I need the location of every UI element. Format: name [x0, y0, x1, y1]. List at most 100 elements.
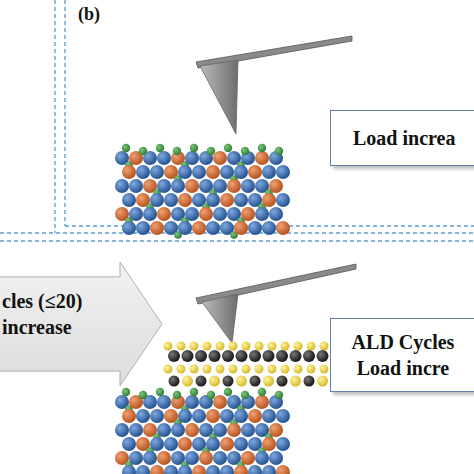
atom [213, 179, 227, 193]
atom [185, 423, 199, 437]
atom [164, 193, 178, 207]
atom [182, 376, 193, 387]
atom [234, 437, 248, 451]
atom [224, 388, 232, 396]
atom-lattice [115, 144, 290, 239]
atom [234, 165, 248, 179]
box-text: cles (≤20) increase [2, 288, 114, 340]
atom [229, 365, 238, 374]
atom [222, 350, 234, 362]
atom [156, 144, 164, 152]
atom [213, 423, 227, 437]
atom [185, 151, 199, 165]
afm-tip [196, 36, 352, 134]
atom [220, 193, 234, 207]
atom [275, 147, 283, 155]
atom [207, 147, 215, 155]
atom [307, 342, 316, 351]
atom [241, 391, 249, 399]
box-text: Load increa [353, 125, 474, 151]
atom [248, 465, 262, 474]
atom [262, 193, 276, 207]
atom [281, 342, 290, 351]
atom [276, 165, 290, 179]
atom [255, 151, 269, 165]
atom [122, 193, 136, 207]
atom [294, 342, 303, 351]
atom [216, 342, 225, 351]
atom [157, 207, 171, 221]
atom [220, 465, 234, 474]
atom [192, 165, 206, 179]
atom [192, 409, 206, 423]
atom [258, 388, 266, 396]
atom [236, 350, 248, 362]
atom [143, 451, 157, 465]
atom [185, 179, 199, 193]
atom [206, 193, 220, 207]
atom [122, 465, 136, 474]
atom [122, 409, 136, 423]
atom [255, 365, 264, 374]
atom [290, 376, 301, 387]
arrow-outline [0, 262, 162, 386]
atom [276, 437, 290, 451]
atom [255, 395, 269, 409]
atom [185, 395, 199, 409]
atom [263, 376, 274, 387]
atom [269, 179, 283, 193]
atom [227, 179, 241, 193]
atom [150, 221, 164, 235]
atom [262, 437, 276, 451]
atom [242, 342, 251, 351]
atom [241, 207, 255, 221]
atom [190, 342, 199, 351]
atom [203, 365, 212, 374]
atom [150, 165, 164, 179]
atom [258, 144, 266, 152]
atom [276, 193, 290, 207]
text-box: Load increa [330, 110, 474, 166]
atom [182, 350, 194, 362]
atom [206, 165, 220, 179]
atom [185, 207, 199, 221]
atom [255, 207, 269, 221]
atom-lattice [115, 388, 290, 474]
atom [196, 376, 207, 387]
atom [304, 376, 315, 387]
atom [164, 437, 178, 451]
atom [206, 221, 220, 235]
atom [190, 365, 199, 374]
atom [248, 409, 262, 423]
atom [241, 451, 255, 465]
atom [255, 451, 269, 465]
atom [303, 350, 315, 362]
atom [122, 221, 136, 235]
atom [178, 409, 192, 423]
atom [178, 165, 192, 179]
atom [173, 147, 181, 155]
atom [263, 350, 275, 362]
atom [213, 451, 227, 465]
atom [164, 342, 173, 351]
atom [122, 388, 130, 396]
atom [177, 342, 186, 351]
atom [164, 465, 178, 474]
atom [269, 207, 283, 221]
atom [115, 423, 129, 437]
atom [250, 376, 261, 387]
atom [269, 451, 283, 465]
atom [223, 376, 234, 387]
atom [307, 365, 316, 374]
atom [276, 409, 290, 423]
atom [157, 451, 171, 465]
atom [248, 165, 262, 179]
atom [290, 350, 302, 362]
atom [220, 437, 234, 451]
atom [234, 465, 248, 474]
atom [255, 342, 264, 351]
atom [269, 423, 283, 437]
atom [241, 423, 255, 437]
panel-label: (b) [78, 4, 100, 25]
atom [129, 179, 143, 193]
